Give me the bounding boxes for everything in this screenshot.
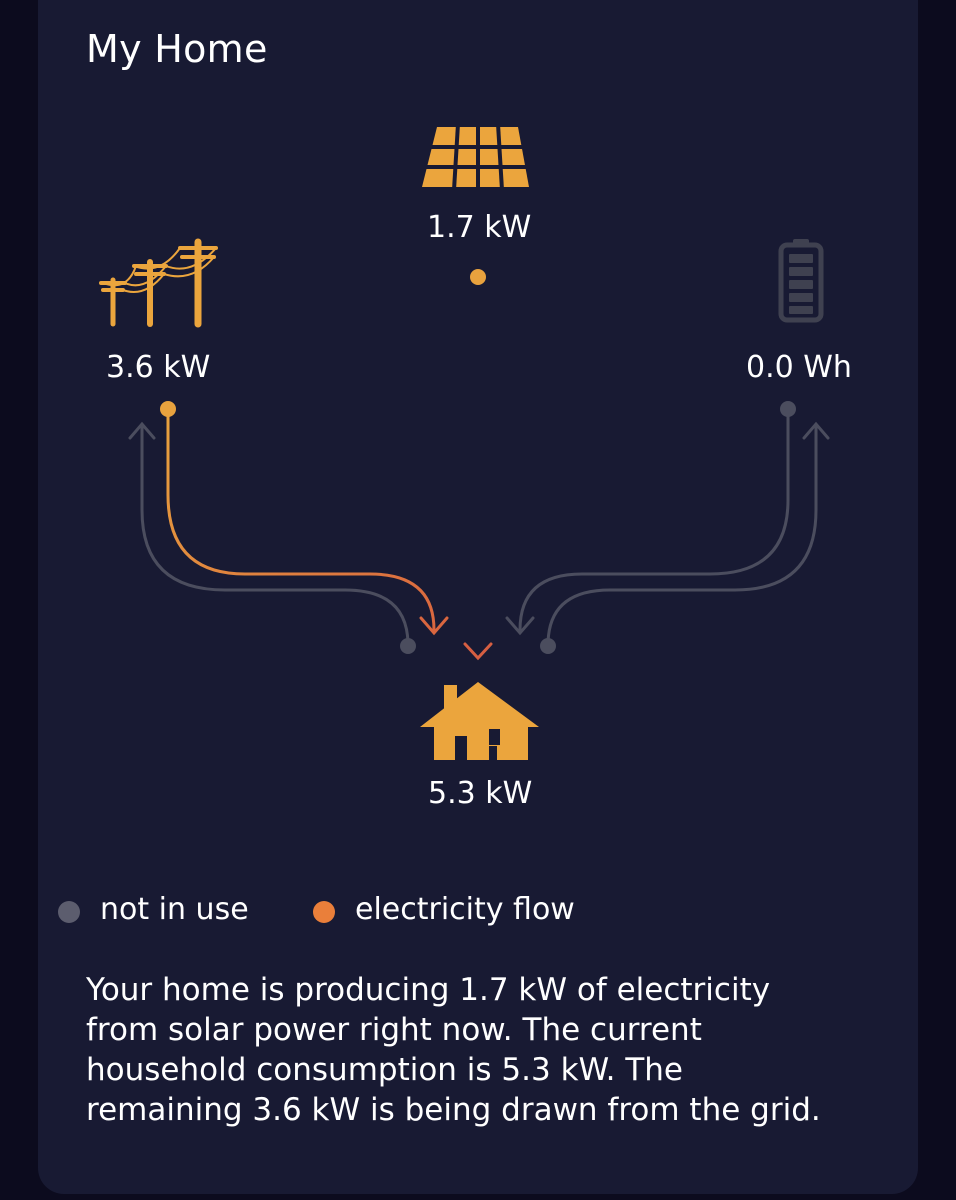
grid-flow-start-dot — [160, 401, 176, 417]
legend-flow-label: electricity flow — [355, 892, 575, 927]
legend-not-in-use-label: not in use — [100, 892, 249, 927]
summary-line: household consumption is 5.3 kW. The — [86, 1052, 683, 1088]
solar-value: 1.7 kW — [427, 210, 532, 245]
battery-flow-start-dot — [780, 401, 796, 417]
house-icon — [420, 682, 539, 760]
energy-summary-text: Your home is producing 1.7 kW of electri… — [86, 970, 876, 1130]
legend-flow-dot — [313, 901, 335, 923]
solar-flow-line — [463, 276, 493, 661]
summary-line: remaining 3.6 kW is being drawn from the… — [86, 1092, 821, 1128]
summary-line: from solar power right now. The current — [86, 1012, 702, 1048]
grid-import-flow-line — [166, 408, 449, 636]
battery-charge-endpoint — [540, 638, 556, 654]
grid-export-line — [128, 421, 410, 647]
summary-line: Your home is producing 1.7 kW of electri… — [86, 972, 771, 1008]
battery-value: 0.0 Wh — [746, 350, 852, 385]
grid-export-endpoint — [400, 638, 416, 654]
battery-charge-line — [546, 421, 830, 647]
legend-not-in-use-dot — [58, 901, 80, 923]
card-title: My Home — [86, 27, 268, 71]
battery-discharge-line — [505, 408, 790, 636]
home-consumption-value: 5.3 kW — [428, 776, 533, 811]
power-lines-icon — [99, 238, 218, 328]
grid-value: 3.6 kW — [106, 350, 211, 385]
solar-panel-icon — [422, 123, 529, 191]
battery-icon — [778, 239, 824, 323]
solar-flow-start-dot — [470, 269, 486, 285]
energy-flow-diagram — [99, 123, 830, 760]
